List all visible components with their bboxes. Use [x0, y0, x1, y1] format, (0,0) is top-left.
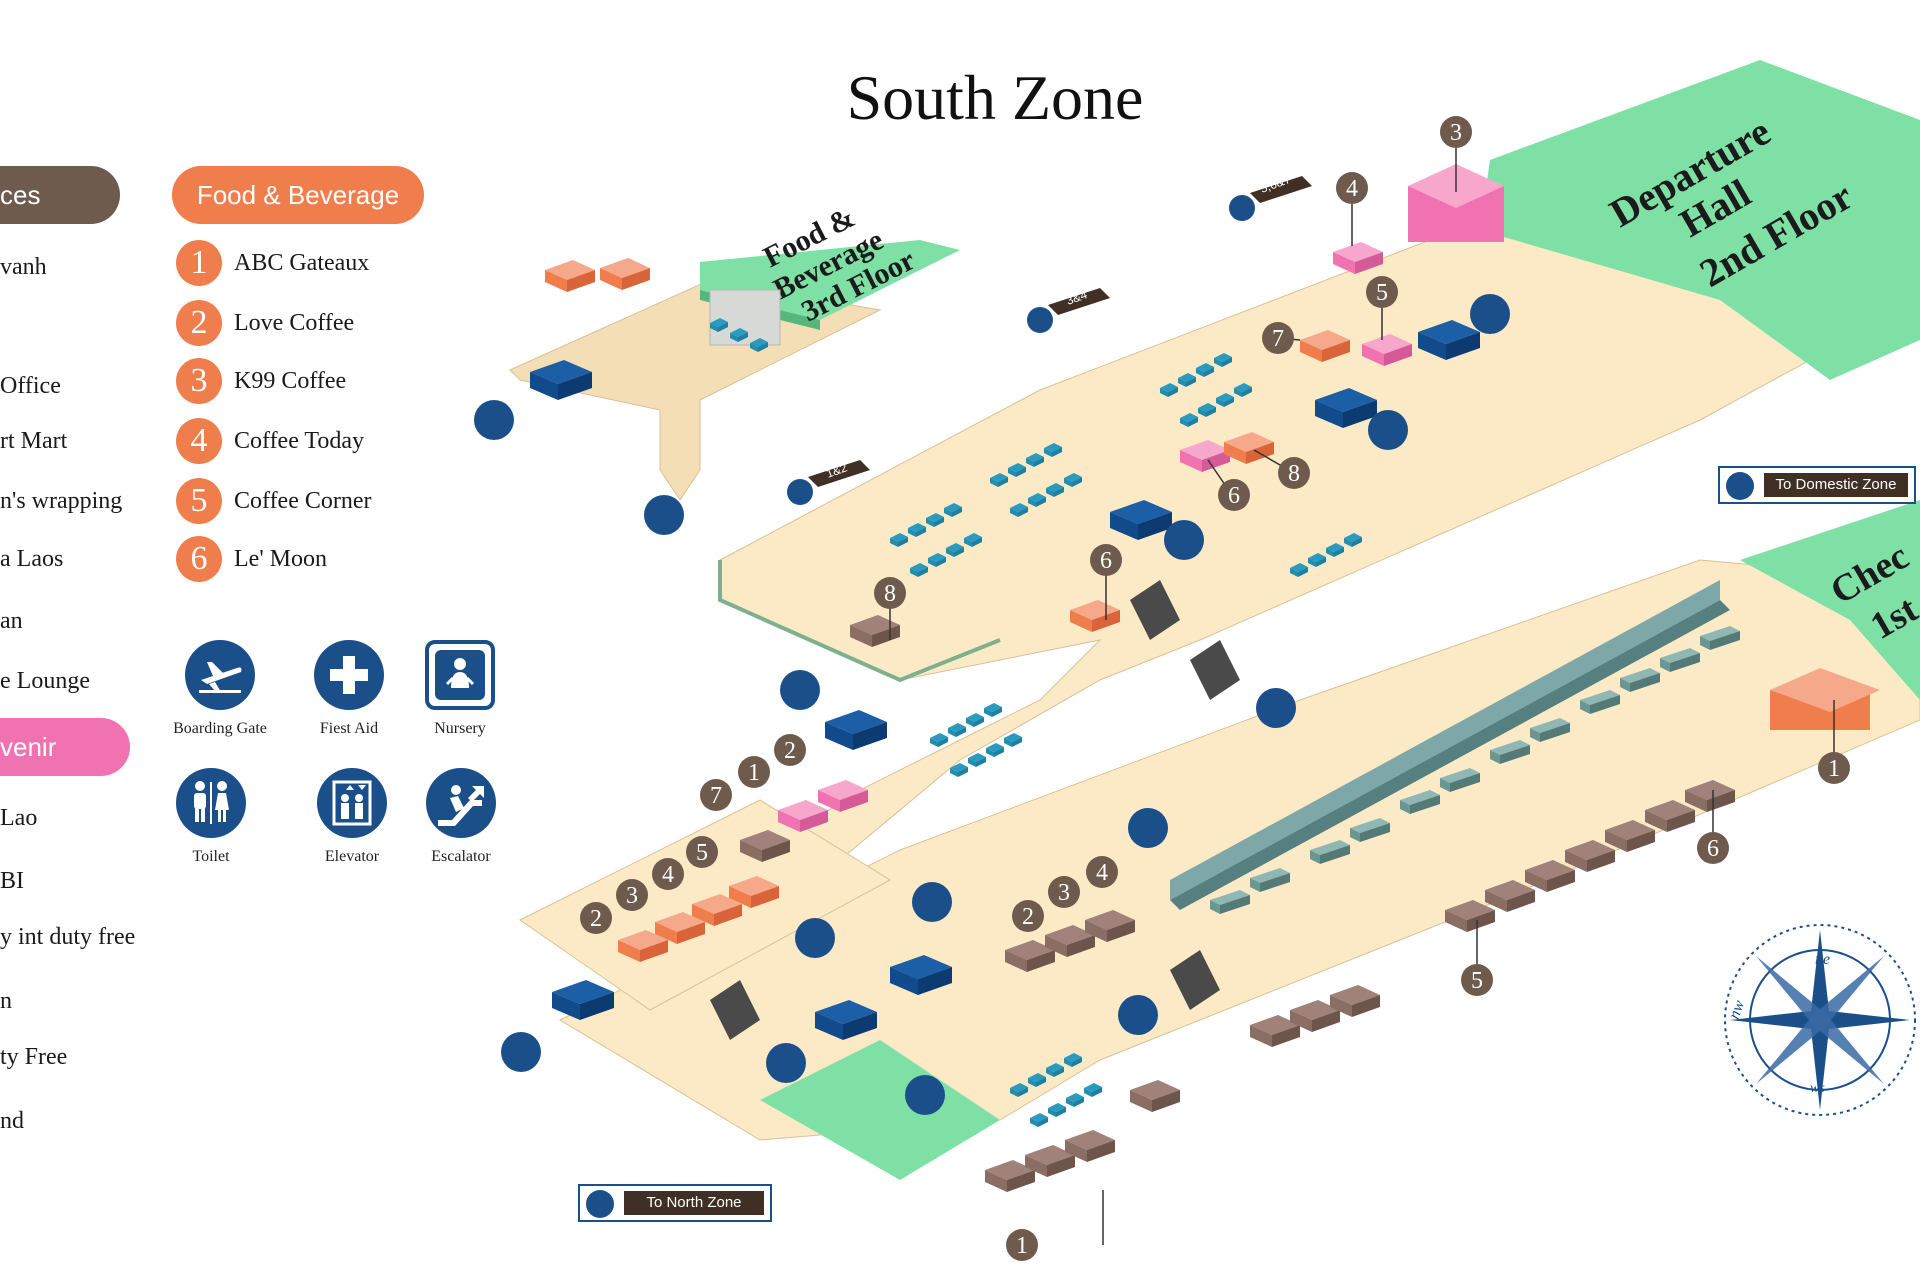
map-marker: 7 [710, 783, 722, 809]
food-name: Coffee Today [234, 428, 365, 454]
escalator-icon [426, 768, 496, 838]
map-marker: 5 [1471, 968, 1483, 994]
facility-label: Boarding Gate [173, 720, 267, 737]
map-marker: 2 [784, 738, 796, 764]
legend-service-item: a Laos [0, 546, 64, 572]
food-name: K99 Coffee [234, 368, 347, 394]
map-marker: 4 [1346, 176, 1358, 202]
facility-label: Elevator [324, 848, 380, 865]
map-marker: 1 [748, 760, 760, 786]
map-marker: 1 [1016, 1233, 1028, 1259]
legend-service-item: rt Mart [0, 428, 68, 454]
first-aid-icon [314, 640, 384, 710]
map-facility-icons [474, 294, 1510, 1115]
compass-rose: ne nw ws [1724, 924, 1916, 1116]
legend-services-header[interactable]: ces [0, 166, 120, 224]
legend-toilet[interactable]: Toilet [146, 768, 276, 868]
facility-label: Escalator [431, 848, 491, 865]
gate-1-2-label: 1&2 [824, 460, 849, 481]
facility-label: Toilet [192, 848, 230, 865]
compass-nw: nw [1726, 998, 1748, 1022]
legend-service-item: e Lounge [0, 668, 90, 694]
map-marker: 2 [590, 906, 602, 932]
zone-link-label: To North Zone [624, 1191, 764, 1215]
map-marker: 3 [1058, 880, 1070, 906]
map-marker: 7 [1272, 326, 1284, 352]
nursery-icon [425, 640, 495, 710]
legend-souvenir-item: ty Free [0, 1044, 68, 1070]
legend-service-item: Office [0, 373, 61, 399]
legend-first-aid[interactable]: Fiest Aid [284, 640, 414, 740]
map-marker: 8 [884, 581, 896, 607]
legend-souvenir-header[interactable]: venir [0, 718, 130, 776]
compass-ne: ne [1815, 951, 1830, 968]
toilet-icon [176, 768, 246, 838]
facility-label: Fiest Aid [319, 720, 379, 737]
legend-service-item: an [0, 608, 23, 634]
legend-souvenir-item: y int duty free [0, 924, 136, 950]
map-marker: 3 [626, 883, 638, 909]
map-marker: 6 [1707, 836, 1719, 862]
zone-link-label: To Domestic Zone [1764, 473, 1908, 497]
legend-food-header[interactable]: Food & Beverage [172, 166, 424, 224]
food-number-badge: 1 [176, 240, 222, 286]
map-marker: 4 [662, 862, 674, 888]
food-number-badge: 3 [176, 358, 222, 404]
plane-icon [1726, 472, 1754, 500]
legend-souvenir-item: n [0, 988, 12, 1014]
legend-souvenir-item: nd [0, 1108, 24, 1134]
legend-service-item: n's wrapping [0, 488, 123, 514]
compass-ws: ws [1810, 1081, 1825, 1096]
food-name: Love Coffee [234, 310, 355, 336]
map-marker: 2 [1022, 904, 1034, 930]
food-name: Coffee Corner [234, 488, 372, 514]
map-marker: 6 [1228, 483, 1240, 509]
facility-label: Nursery [434, 720, 486, 737]
map-marker: 1 [1828, 756, 1840, 782]
page-title: South Zone [846, 62, 1144, 133]
food-number-badge: 2 [176, 300, 222, 346]
to-domestic-zone-link[interactable]: To Domestic Zone [1718, 466, 1916, 504]
legend-nursery[interactable]: Nursery [395, 640, 525, 740]
food-name: ABC Gateaux [234, 250, 370, 276]
to-north-zone-link[interactable]: To North Zone [578, 1184, 772, 1222]
legend-boarding-gate[interactable]: Boarding Gate [155, 640, 285, 740]
food-name: Le' Moon [234, 546, 327, 572]
map-marker: 8 [1288, 461, 1300, 487]
map-marker: 6 [1100, 548, 1112, 574]
legend-souvenir-item: Lao [0, 805, 38, 831]
elevator-icon [317, 768, 387, 838]
plane-icon [586, 1190, 614, 1218]
map-marker: 5 [1376, 280, 1388, 306]
legend-souvenir-item: BI [0, 868, 24, 894]
legend-elevator[interactable]: Elevator [287, 768, 417, 868]
legend-escalator[interactable]: Escalator [396, 768, 526, 868]
gate-3-4-label: 3&4 [1064, 287, 1089, 308]
map-marker: 3 [1450, 120, 1462, 146]
boarding-gate-icon [185, 640, 255, 710]
food-number-badge: 5 [176, 478, 222, 524]
map-marker: 4 [1096, 860, 1108, 886]
legend-service-item: vanh [0, 254, 47, 280]
map-marker: 5 [696, 840, 708, 866]
food-number-badge: 4 [176, 418, 222, 464]
food-number-badge: 6 [176, 536, 222, 582]
